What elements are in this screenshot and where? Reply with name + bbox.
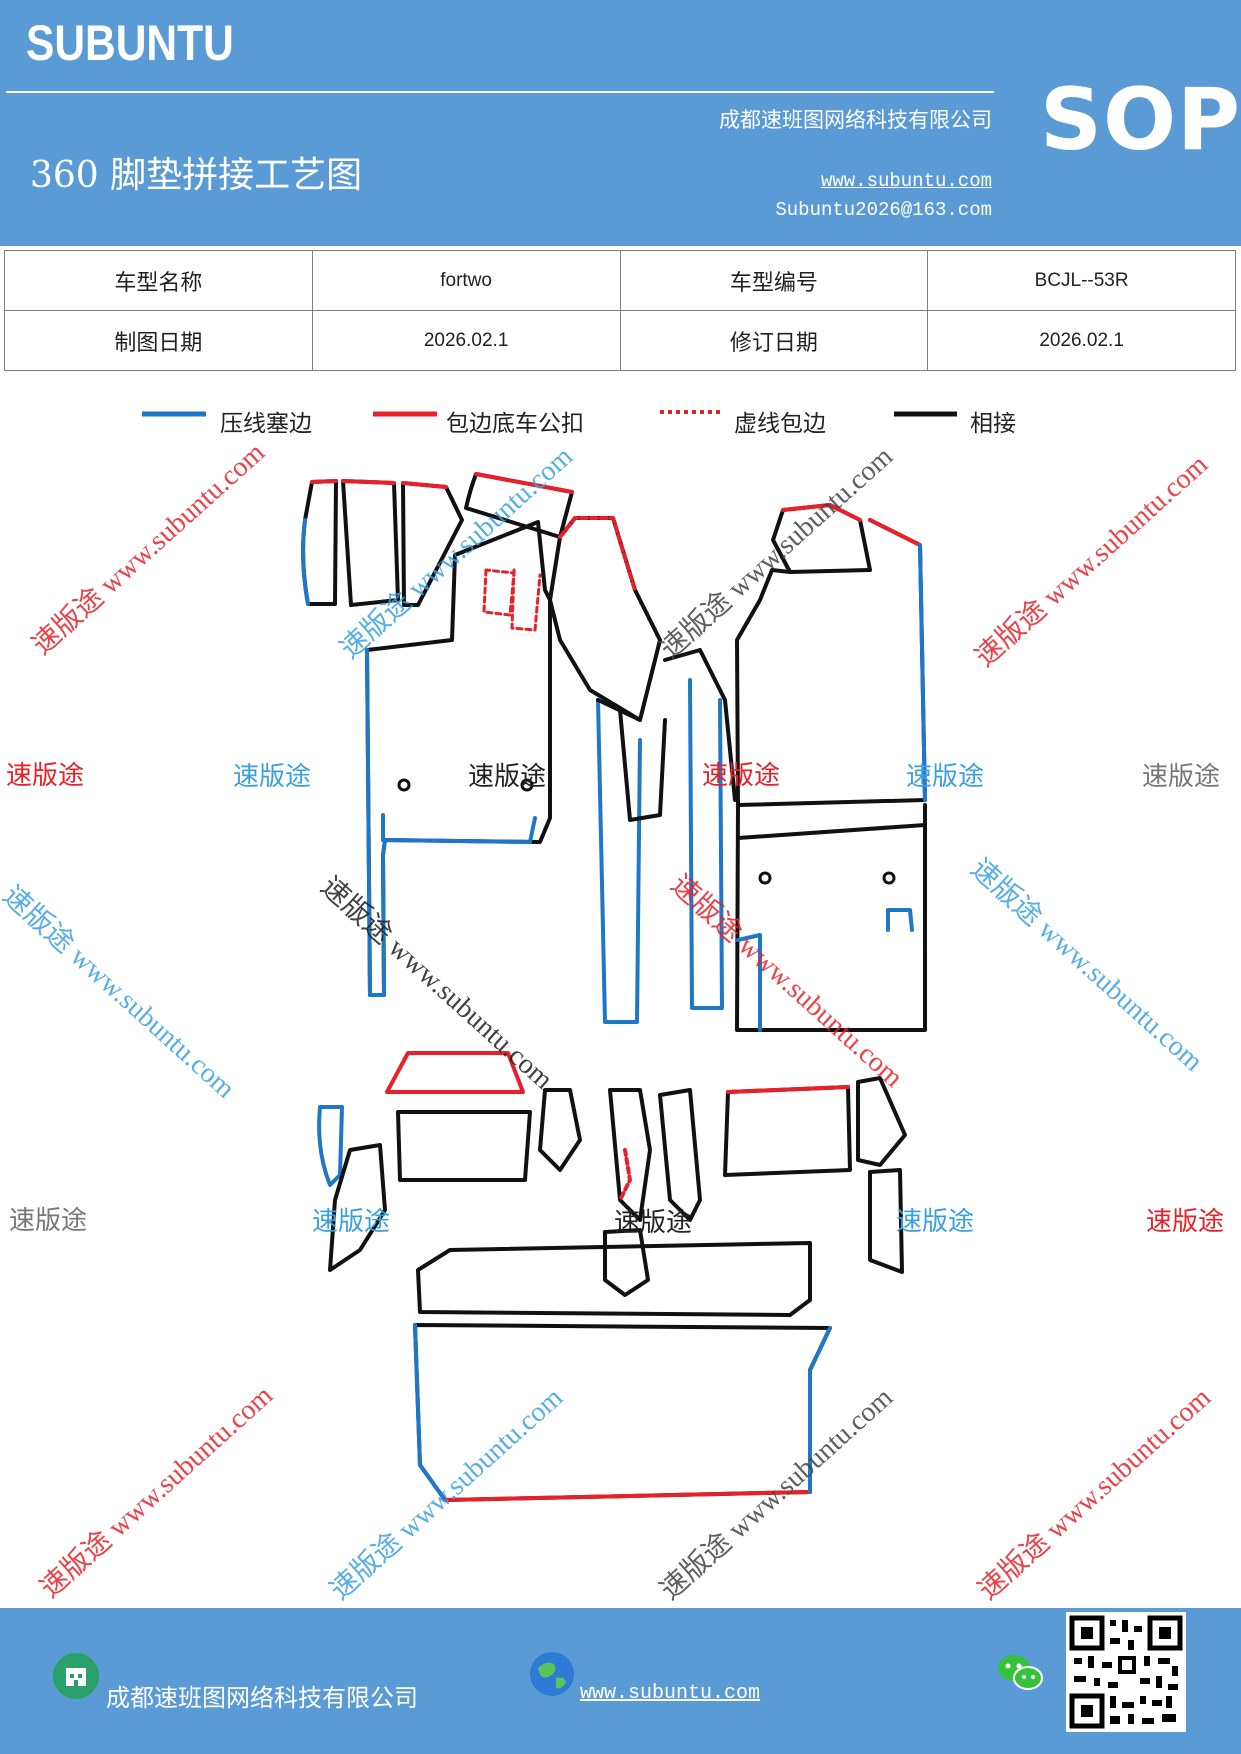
header-banner: SUBUNTU 成都速班图网络科技有限公司 360 脚垫拼接工艺图 www.su… (0, 0, 1241, 246)
mat-piece-tunnel (548, 516, 737, 1024)
header-divider (6, 91, 994, 93)
qr-code-pattern (1069, 1615, 1183, 1729)
watermark-brand: 速版途 (1146, 1207, 1225, 1237)
vehicle-info-table: 车型名称 fortwo 车型编号 BCJL--53R 制图日期 2026.02.… (4, 250, 1236, 371)
header-company: 成都速班图网络科技有限公司 (719, 108, 992, 132)
watermark-brand: 速版途 (6, 761, 85, 791)
mat-piece-rear-top (317, 1051, 907, 1274)
footer-banner: 成都速班图网络科技有限公司 www.subuntu.com (0, 1608, 1241, 1754)
mat-piece (401, 481, 464, 607)
mat-piece (341, 479, 400, 607)
brand-logo-text: SUBUNTU (26, 15, 234, 71)
table-row: 制图日期 2026.02.1 修订日期 2026.02.1 (4, 310, 1236, 371)
watermark-brand: 速版途 (896, 1207, 975, 1237)
table-cell-label: 车型名称 (4, 250, 313, 311)
floor-mat-diagram (301, 472, 927, 1502)
wechat-icon (998, 1655, 1043, 1690)
header-email: Subuntu2026@163.com (775, 199, 992, 221)
table-cell-value: BCJL--53R (927, 250, 1236, 311)
mat-piece (301, 479, 338, 606)
table-cell-value: 2026.02.1 (311, 310, 621, 371)
legend-label: 虚线包边 (734, 411, 826, 437)
watermark-brand: 速版途 (614, 1208, 693, 1238)
watermark-brand: 速版途 (9, 1206, 88, 1236)
footer-company: 成都速班图网络科技有限公司 (106, 1684, 418, 1712)
legend-swatches (142, 410, 957, 417)
watermark-brand: 速版途 (702, 761, 781, 791)
mat-piece-passenger (735, 503, 927, 1032)
footer-website-link[interactable]: www.subuntu.com (580, 1682, 761, 1705)
table-cell-label: 制图日期 (4, 310, 313, 371)
watermark-brand: 速版途 (468, 762, 547, 792)
qr-code (1066, 1612, 1186, 1732)
legend-label: 压线塞边 (220, 411, 312, 437)
legend-label: 相接 (970, 411, 1016, 437)
mat-piece (464, 472, 574, 539)
table-cell-value: 2026.02.1 (927, 310, 1236, 371)
table-cell-value: fortwo (311, 250, 621, 311)
sop-badge: SOP (1040, 70, 1241, 170)
mat-piece-rear-bottom (413, 1228, 832, 1502)
table-row: 车型名称 fortwo 车型编号 BCJL--53R (4, 250, 1236, 311)
building-icon (53, 1653, 99, 1699)
watermark-brand: 速版途 (233, 762, 312, 792)
page-title: 360 脚垫拼接工艺图 (30, 155, 363, 196)
watermark-brand: 速版途 (312, 1207, 391, 1237)
globe-icon (530, 1652, 574, 1696)
table-cell-label: 修订日期 (619, 310, 929, 371)
mat-piece-driver (365, 520, 552, 997)
table-cell-label: 车型编号 (619, 250, 929, 311)
legend-label: 包边底车公扣 (446, 411, 584, 437)
header-website-link[interactable]: www.subuntu.com (820, 170, 992, 192)
watermark-brand: 速版途 (1142, 762, 1221, 792)
watermark-brand: 速版途 (906, 762, 985, 792)
